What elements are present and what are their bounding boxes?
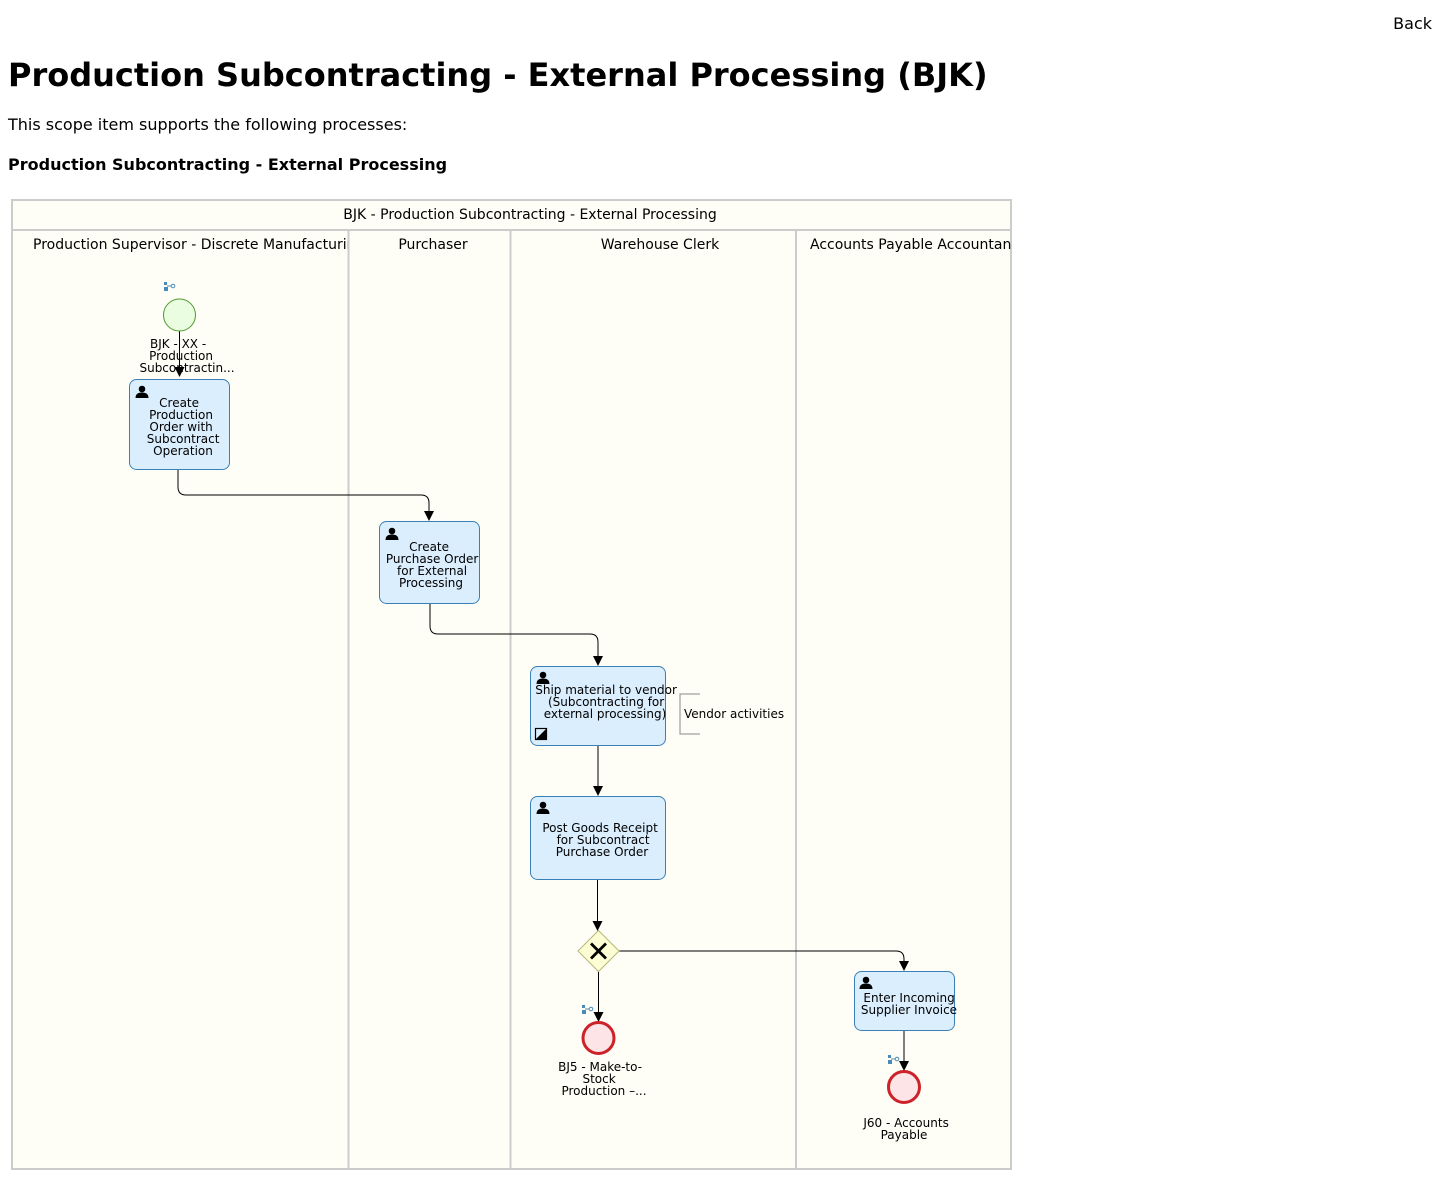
page-title: Production Subcontracting - External Pro… [8,56,988,94]
start-event-label: BJK - XX - Production Subcontractin... [139,337,234,375]
user-task-icon [859,976,873,989]
process-link-icon [888,1055,900,1064]
intro-text: This scope item supports the following p… [8,115,408,134]
task-box [530,796,666,880]
end-event-circle [887,1070,921,1104]
flow-task2-to-task3 [429,603,603,666]
task-create-production-order[interactable]: Create Production Order with Subcontract… [129,379,230,470]
pool-title: BJK - Production Subcontracting - Extern… [343,207,717,223]
end-event-circle [581,1021,616,1055]
lane-title-warehouse-clerk: Warehouse Clerk [601,237,720,253]
flow-task1-to-task2 [177,469,434,521]
task-label: Create Production Order with Subcontract… [147,396,224,458]
task-label: Post Goods Receipt for Subcontract Purch… [542,821,661,859]
gateway-x-icon [590,942,607,960]
task-label: Enter Incoming Supplier Invoice [861,991,959,1017]
back-link[interactable]: Back [1393,14,1432,33]
task-box [379,521,480,604]
flow-gateway-to-task5 [618,950,909,971]
task-box [129,379,230,470]
start-event-circle [163,298,196,332]
task-post-goods-receipt[interactable]: Post Goods Receipt for Subcontract Purch… [530,796,666,880]
annotation-vendor-activities: Vendor activities [679,693,784,735]
user-task-icon [135,385,149,398]
task-ship-material-to-vendor[interactable]: Ship material to vendor (Subcontracting … [530,666,681,746]
end-event-label: BJ5 - Make-to- Stock Production –... [558,1060,646,1098]
task-label: Ship material to vendor (Subcontracting … [535,683,681,721]
external-marker-icon [534,727,548,741]
user-task-icon [536,671,550,684]
process-heading: Production Subcontracting - External Pro… [8,155,448,174]
end-event-bj5[interactable]: BJ5 - Make-to- Stock Production –... [558,1005,647,1098]
start-event[interactable]: BJK - XX - Production Subcontractin... [139,282,235,375]
end-event-j60[interactable]: J60 - Accounts Payable [862,1055,952,1142]
task-enter-incoming-supplier-invoice[interactable]: Enter Incoming Supplier Invoice [854,971,959,1031]
task-box [530,666,666,746]
sequence-flows [174,331,909,1071]
lane-title-accounts-payable: Accounts Payable Accountant [810,237,1017,253]
user-task-icon [385,527,399,540]
process-link-icon [164,282,176,291]
lane-title-purchaser: Purchaser [398,237,468,253]
user-task-icon [536,801,550,814]
task-create-purchase-order[interactable]: Create Purchase Order for External Proce… [379,521,483,604]
task-box [854,971,955,1031]
process-diagram: BJK - Production Subcontracting - Extern… [11,199,1017,1170]
end-event-label: J60 - Accounts Payable [862,1116,952,1142]
task-label: Create Purchase Order for External Proce… [386,540,482,590]
process-link-icon [582,1005,594,1014]
exclusive-gateway[interactable] [577,929,620,973]
annotation-bracket [679,693,700,735]
lane-title-production-supervisor: Production Supervisor - Discrete Manufac… [33,237,364,253]
annotation-text: Vendor activities [684,707,784,721]
